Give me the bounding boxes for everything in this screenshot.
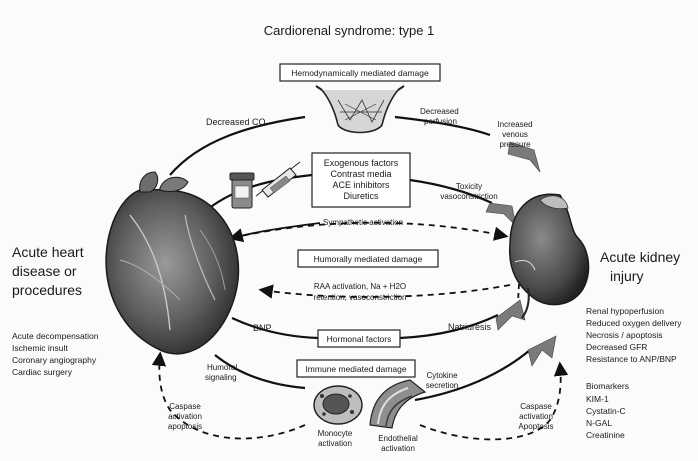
humoral-box — [297, 249, 439, 268]
bnp-line — [231, 317, 319, 340]
monocyte-label-2: activation — [318, 439, 352, 448]
left-cause-1: Acute decompensation — [12, 331, 99, 341]
hemodynamic-box — [279, 63, 441, 82]
natriuresis-chevron — [495, 299, 526, 331]
decreased-perfusion-label-1: Decreased — [420, 107, 459, 116]
right-effect-2: Reduced oxygen delivery — [586, 318, 682, 328]
right-effect-5: Resistance to ANP/BNP — [586, 354, 677, 364]
immune-box-label: Immune mediated damage — [305, 364, 406, 374]
diagram-title: Cardiorenal syndrome: type 1 — [264, 23, 435, 38]
biomarker-2: Cystatin-C — [586, 406, 626, 416]
cytokine-line — [414, 349, 531, 402]
biomarkers-title: Biomarkers — [586, 381, 629, 391]
right-effect-3: Necrosis / apoptosis — [586, 330, 663, 340]
caspase-right-label-2: activation — [519, 412, 553, 421]
exogenous-title: Exogenous factors — [324, 158, 399, 168]
venous-pressure-label-2: venous — [502, 130, 528, 139]
caspase-left-label-3: apoptosis — [168, 422, 202, 431]
caspase-right-label-1: Caspase — [520, 402, 552, 411]
caspase-right-label-3: Apoptosis — [518, 422, 553, 431]
heart-illustration — [105, 171, 240, 355]
left-cause-4: Cardiac surgery — [12, 367, 73, 377]
decreased-co-arrow — [169, 115, 306, 176]
bnp-label: BNP — [253, 323, 272, 333]
caspase-left-arrow — [151, 351, 306, 440]
biomarker-1: KIM-1 — [586, 394, 609, 404]
decreased-co-label: Decreased CO — [206, 117, 266, 127]
caspase-left-label-1: Caspase — [169, 402, 201, 411]
toxicity-label-1: Toxicity — [456, 182, 482, 191]
decreased-perfusion-label-2: perfusion — [424, 117, 457, 126]
left-cause-3: Coronary angiography — [12, 355, 97, 365]
exogenous-left-line — [202, 173, 313, 214]
toxicity-chevron — [485, 202, 517, 227]
biomarker-3: N-GAL — [586, 418, 612, 428]
exogenous-contrast: Contrast media — [330, 169, 391, 179]
venous-pressure-label-3: pressure — [499, 140, 531, 149]
raa-arrow — [258, 284, 511, 299]
exogenous-diuretics: Diuretics — [343, 191, 379, 201]
venous-pressure-label-1: Increased — [497, 120, 532, 129]
exogenous-box — [311, 152, 411, 208]
right-heading-2: injury — [610, 268, 643, 284]
hemodynamic-box-label: Hemodynamically mediated damage — [291, 68, 429, 78]
natriuresis-line — [399, 314, 499, 340]
left-heading-1: Acute heart — [12, 244, 84, 260]
exogenous-right-line — [409, 178, 493, 205]
venous-pressure-chevron — [507, 141, 541, 173]
endothelial-label-1: Endothelial — [378, 434, 418, 443]
biomarker-4: Creatinine — [586, 430, 625, 440]
raa-label-2: retention, vasoconstriction — [314, 293, 407, 302]
caspase-left-label-2: activation — [168, 412, 202, 421]
monocyte-cell-icon — [313, 385, 363, 425]
right-effect-1: Renal hypoperfusion — [586, 306, 664, 316]
right-heading-1: Acute kidney — [600, 249, 680, 265]
sympathetic-arrow-head — [228, 222, 321, 243]
raa-label-1: RAA activation, Na + H2O — [314, 282, 406, 291]
sympathetic-label: Sympathetic activation — [323, 218, 403, 227]
syringe-icon — [255, 161, 301, 198]
immune-box — [296, 359, 416, 378]
monocyte-label-1: Monocyte — [318, 429, 353, 438]
humoral-signaling-line — [214, 354, 306, 390]
vein-network-icon — [315, 85, 405, 134]
exogenous-ace: ACE inhibitors — [332, 180, 390, 190]
hormonal-box — [317, 329, 401, 348]
humoral-box-label: Humorally mediated damage — [314, 254, 423, 264]
hormonal-box-label: Hormonal factors — [327, 334, 392, 344]
toxicity-label-2: vasoconstriction — [440, 192, 497, 201]
decreased-perfusion-arrow — [394, 115, 491, 137]
cytokine-label-1: Cytokine — [426, 371, 458, 380]
left-heading-2: disease or — [12, 263, 77, 279]
cytokine-chevron — [527, 335, 557, 367]
endothelial-label-2: activation — [381, 444, 415, 453]
kidney-illustration — [509, 193, 590, 319]
endothelium-icon — [369, 379, 427, 429]
right-effect-4: Decreased GFR — [586, 342, 647, 352]
caspase-right-arrow — [419, 361, 569, 441]
humoral-signaling-label-2: signaling — [205, 373, 237, 382]
humoral-signaling-label-1: Humoral — [207, 363, 237, 372]
cytokine-label-2: secretion — [426, 381, 458, 390]
natriuresis-label: Natriuresis — [448, 322, 492, 332]
medication-bottle-icon — [229, 172, 255, 209]
left-cause-2: Ischemic insult — [12, 343, 68, 353]
left-heading-3: procedures — [12, 282, 82, 298]
